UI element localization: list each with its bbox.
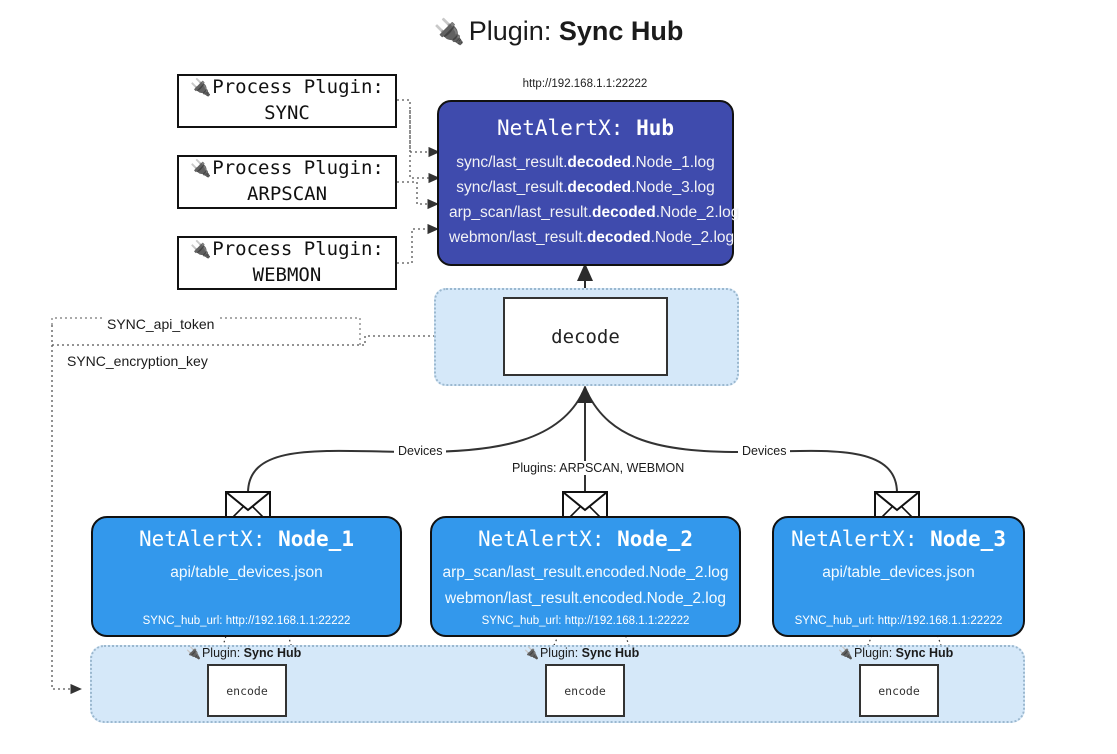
hub-log-line: sync/last_result.decoded.Node_3.log [456,179,715,197]
node-hub-url: SYNC_hub_url: http://192.168.1.1:22222 [794,615,1003,627]
node-card-node-2[interactable]: NetAlertX: Node_2 arp_scan/last_result.e… [430,516,741,637]
hub-log-line: sync/last_result.decoded.Node_1.log [456,154,715,171]
encode-label: encode [564,683,606,698]
hub-url-label: http://192.168.1.1:22222 [522,78,648,90]
process-plugin-arpscan-box[interactable]: 🔌Process Plugin: ARPSCAN [177,155,397,209]
node-line: api/table_devices.json [822,564,975,581]
plug-icon: 🔌 [190,78,212,99]
plug-icon: 🔌 [190,159,212,180]
encode-box-node-3[interactable]: encode [859,664,939,717]
plugin-tag-node-2: 🔌Plugin: Sync Hub [524,646,640,660]
plugin-tag-node-1: 🔌Plugin: Sync Hub [186,646,302,660]
plug-icon: 🔌 [186,646,201,660]
process-plugin-line2: WEBMON [252,264,322,286]
decode-label: decode [551,325,620,348]
sync-encryption-key-label: SYNC_encryption_key [62,353,213,369]
process-plugin-line2: ARPSCAN [246,183,328,205]
edge-label-plugins: Plugins: ARPSCAN, WEBMON [508,461,689,475]
process-plugin-line1: 🔌Process Plugin: [190,157,384,180]
node-card-node-3[interactable]: NetAlertX: Node_3 api/table_devices.json… [772,516,1025,637]
process-plugin-webmon-box[interactable]: 🔌Process Plugin: WEBMON [177,236,397,290]
hub-title: NetAlertX: Hub [496,116,674,140]
hub-log-line: arp_scan/last_result.decoded.Node_2.log [449,204,740,222]
node-title: NetAlertX: Node_2 [478,527,693,551]
process-plugin-sync-box[interactable]: 🔌Process Plugin: SYNC [177,74,397,128]
edge-label-devices-right: Devices [738,444,791,458]
plug-icon: 🔌 [433,18,465,46]
hub-node[interactable]: NetAlertX: Hub sync/last_result.decoded.… [437,100,740,266]
encode-label: encode [226,683,268,698]
node-hub-url: SYNC_hub_url: http://192.168.1.1:22222 [142,615,351,627]
node-line: arp_scan/last_result.encoded.Node_2.log [442,564,729,581]
decode-box[interactable]: decode [503,297,668,376]
process-plugin-line2: SYNC [264,102,310,124]
encode-box-node-2[interactable]: encode [545,664,625,717]
node-title: NetAlertX: Node_1 [139,527,354,551]
sync-api-token-label: SYNC_api_token [102,316,220,332]
encode-label: encode [878,683,920,698]
plug-icon: 🔌 [838,646,853,660]
edge-label-devices-left: Devices [394,444,447,458]
process-plugin-line1: 🔌Process Plugin: [190,76,384,99]
encode-box-node-1[interactable]: encode [207,664,287,717]
node-card-node-1[interactable]: NetAlertX: Node_1 api/table_devices.json… [91,516,402,637]
plug-icon: 🔌 [190,240,212,261]
title-prefix: Plugin: [468,16,559,46]
plugin-tag-node-3: 🔌Plugin: Sync Hub [838,646,954,660]
plug-icon: 🔌 [524,646,539,660]
page-title: 🔌Plugin: Sync Hub [0,16,1117,47]
title-name: Sync Hub [558,16,684,46]
node-hub-url: SYNC_hub_url: http://192.168.1.1:22222 [481,615,690,627]
process-plugin-line1: 🔌Process Plugin: [190,238,384,261]
node-title: NetAlertX: Node_3 [791,527,1006,551]
node-line: webmon/last_result.encoded.Node_2.log [445,590,726,608]
hub-log-line: webmon/last_result.decoded.Node_2.log [449,229,735,247]
node-line: api/table_devices.json [170,564,323,581]
